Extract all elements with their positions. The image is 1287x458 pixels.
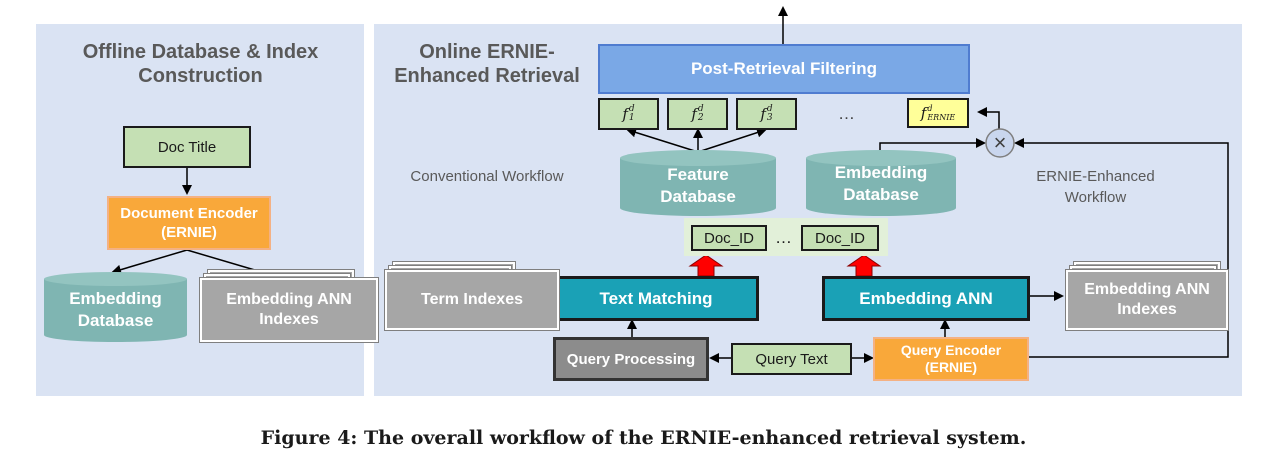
feature-f3-sub: 3 xyxy=(766,113,773,123)
doc-title-box: Doc Title xyxy=(123,126,251,168)
term-indexes-label: Term Indexes xyxy=(385,270,559,330)
post-retrieval-filtering-box: Post-Retrieval Filtering xyxy=(598,44,970,94)
feature-fernie-sup: d xyxy=(927,104,933,113)
offline-embedding-database-label: Embedding Database xyxy=(69,289,162,330)
feature-database-label: Feature Database xyxy=(660,165,736,206)
red-arrow-left xyxy=(688,254,724,277)
online-embedding-database: Embedding Database xyxy=(806,150,956,216)
query-processing-box: Query Processing xyxy=(553,337,709,381)
text-matching-box: Text Matching xyxy=(553,276,759,321)
embedding-ann-box: Embedding ANN xyxy=(822,276,1030,321)
doc-id-box-1: Doc_ID xyxy=(691,225,767,251)
conventional-workflow-label: Conventional Workflow xyxy=(410,168,564,185)
feature-f2-base: f xyxy=(691,105,697,123)
online-ann-indexes-label: Embedding ANN Indexes xyxy=(1066,270,1228,330)
term-indexes-stack: Term Indexes xyxy=(385,262,559,332)
arrow-multiply-fernie xyxy=(977,107,1000,129)
feature-fernie-base: f xyxy=(920,104,927,122)
arrow-encoder-embdb xyxy=(111,249,188,275)
feature-f1-sup: d xyxy=(628,104,635,114)
figure-caption: Figure 4: The overall workflow of the ER… xyxy=(260,427,1027,449)
feature-fernie-sub: ERNIE xyxy=(927,113,956,122)
query-encoder-box: Query Encoder (ERNIE) xyxy=(873,337,1029,381)
ernie-workflow-label: ERNIE-Enhanced Workflow xyxy=(1036,168,1155,206)
feature-database: Feature Database xyxy=(620,150,776,216)
feature-f2-sub: 2 xyxy=(697,113,704,123)
doc-id-ellipsis: … xyxy=(775,228,792,247)
multiply-symbol: × xyxy=(993,130,1007,155)
arrow-embdb-multiply xyxy=(879,138,986,150)
doc-id-box-2: Doc_ID xyxy=(801,225,879,251)
online-title: Online ERNIE-Enhanced Retrieval xyxy=(394,41,580,87)
query-text-box: Query Text xyxy=(731,343,852,375)
feature-f3-sup: d xyxy=(766,104,773,114)
online-ann-indexes-stack: Embedding ANN Indexes xyxy=(1066,262,1228,332)
feature-f1-base: f xyxy=(622,105,628,123)
offline-ann-indexes-label: Embedding ANN Indexes xyxy=(200,278,378,342)
features-ellipsis: … xyxy=(838,104,855,123)
offline-ann-indexes-stack: Embedding ANN Indexes xyxy=(200,270,378,346)
feature-f2-sup: d xyxy=(697,104,704,114)
arrow-fdb-f1 xyxy=(626,127,699,153)
arrow-queryenc-multiply xyxy=(1014,138,1229,358)
red-arrow-right xyxy=(846,254,882,277)
offline-title: Offline Database & Index Construction xyxy=(82,41,319,87)
multiply-circle xyxy=(985,128,1015,158)
feature-f3-base: f xyxy=(760,105,766,123)
document-encoder-box: Document Encoder (ERNIE) xyxy=(107,196,271,250)
online-embedding-database-label: Embedding Database xyxy=(834,163,928,204)
arrow-fdb-f3 xyxy=(697,127,767,153)
feature-f1-sub: 1 xyxy=(628,113,635,123)
offline-embedding-database: Embedding Database xyxy=(44,272,187,342)
